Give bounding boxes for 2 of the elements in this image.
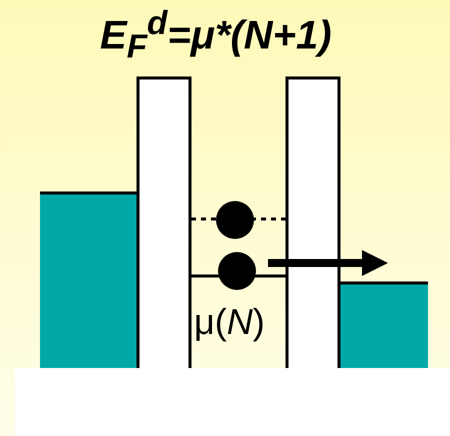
title: E$_{F}$$^{d}$=μ*(N+1) xyxy=(100,4,332,68)
chemical-potential-label: μ(N) xyxy=(194,300,265,344)
